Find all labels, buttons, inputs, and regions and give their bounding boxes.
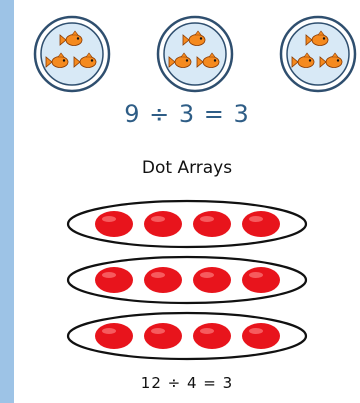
- arrays-equation: 12 ÷ 4 = 3: [140, 374, 234, 392]
- array-dot: [95, 211, 133, 237]
- fish-icon: [305, 30, 329, 46]
- array-dot: [95, 323, 133, 349]
- array-dot: [95, 267, 133, 293]
- fish-plate: [279, 15, 357, 93]
- fish-icon: [59, 30, 83, 46]
- plates-equation: 9 ÷ 3 = 3: [124, 100, 250, 128]
- fish-icon: [196, 52, 220, 68]
- array-dot: [193, 323, 231, 349]
- dot-arrays: [66, 199, 308, 361]
- fish-icon: [73, 52, 97, 68]
- dot-arrays-heading: Dot Arrays: [141, 158, 233, 178]
- array-dot: [193, 267, 231, 293]
- fish-icon: [319, 52, 343, 68]
- fish-plates: [33, 15, 357, 93]
- dot-array-row: [66, 255, 308, 305]
- fish-icon: [168, 52, 192, 68]
- array-dot: [144, 211, 182, 237]
- array-dot: [242, 211, 280, 237]
- dot-array-row: [66, 311, 308, 361]
- fish-plate: [33, 15, 111, 93]
- dot-array-row: [66, 199, 308, 249]
- fish-icon: [45, 52, 69, 68]
- array-dot: [144, 267, 182, 293]
- fish-icon: [182, 30, 206, 46]
- array-dot: [242, 323, 280, 349]
- array-dot: [242, 267, 280, 293]
- worksheet-panel: 9 ÷ 3 = 3 Dot Arrays 12 ÷ 4 = 3: [14, 0, 360, 403]
- array-dot: [193, 211, 231, 237]
- fish-plate: [156, 15, 234, 93]
- fish-icon: [291, 52, 315, 68]
- array-dot: [144, 323, 182, 349]
